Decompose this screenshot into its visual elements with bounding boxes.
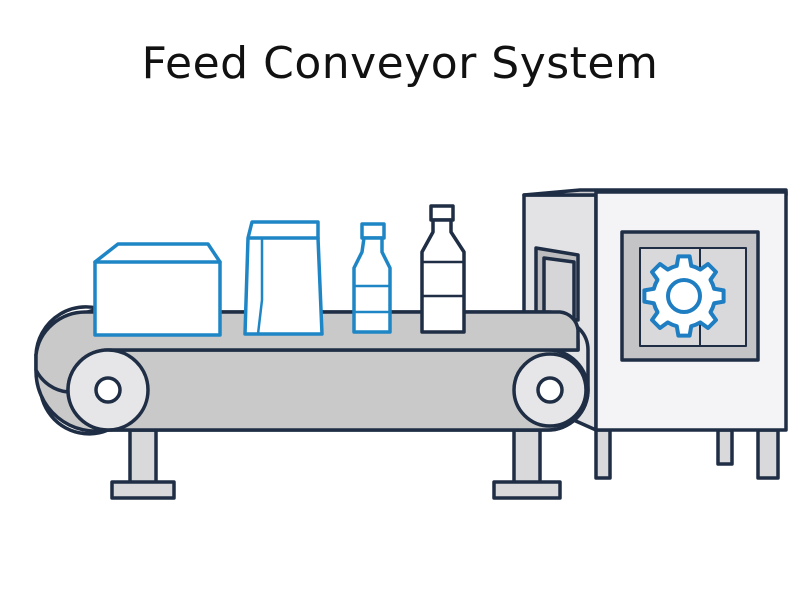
page-title: Feed Conveyor System xyxy=(141,38,659,89)
product-box xyxy=(93,242,222,337)
product-bottle-large xyxy=(420,204,466,334)
machine-legs xyxy=(594,428,780,480)
conveyor-legs xyxy=(110,428,562,500)
product-bag xyxy=(243,220,324,336)
gear-icon xyxy=(642,254,726,338)
product-bottle-small xyxy=(352,222,392,334)
right-roller xyxy=(512,352,588,428)
left-roller xyxy=(66,348,150,432)
